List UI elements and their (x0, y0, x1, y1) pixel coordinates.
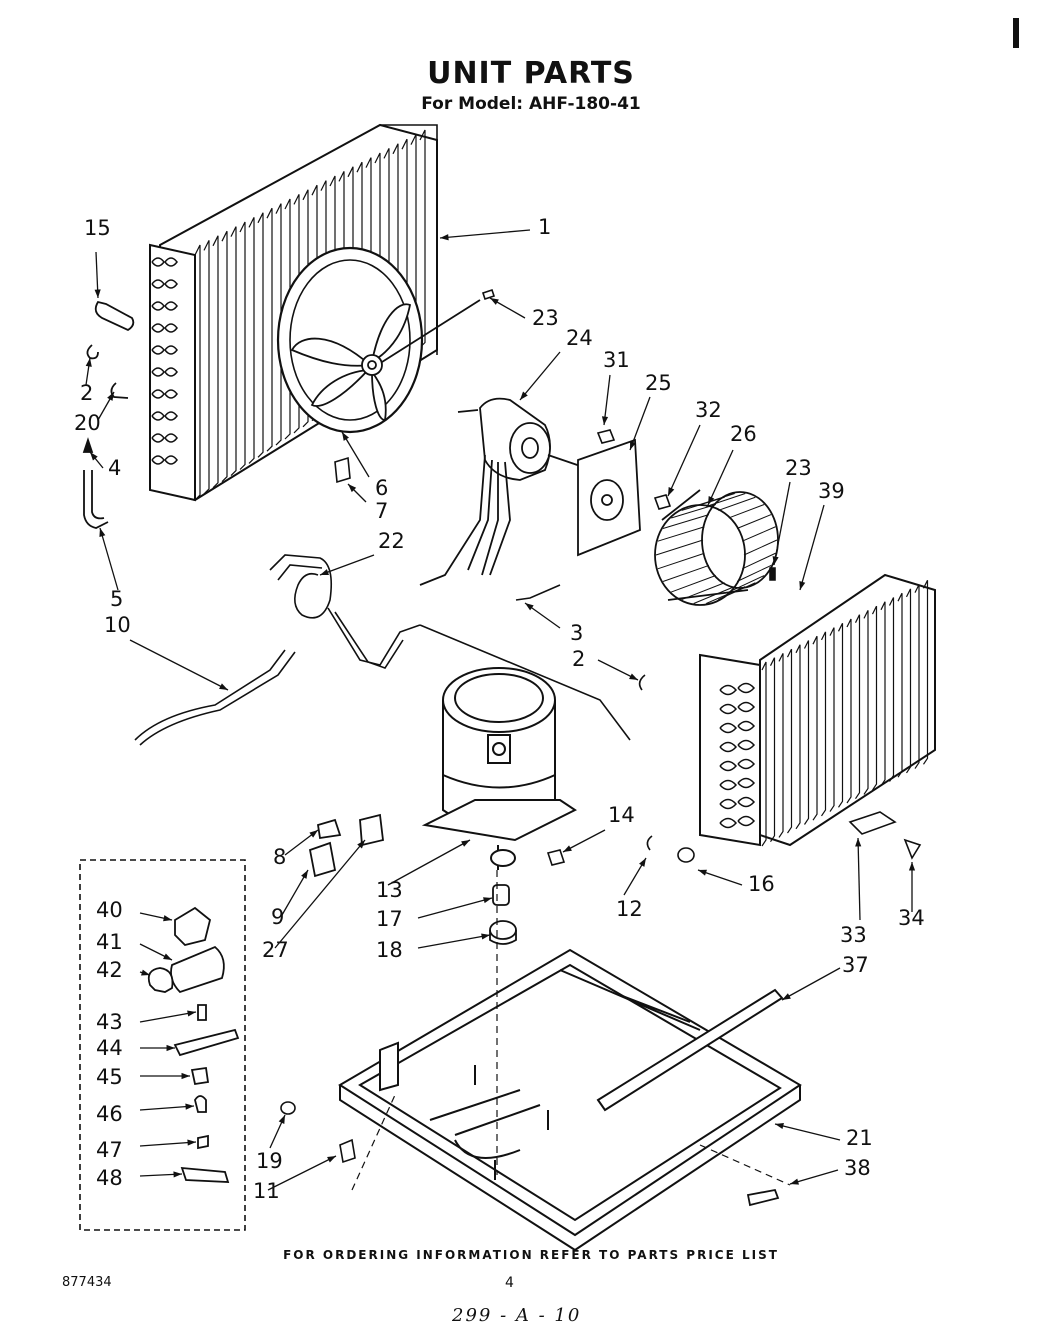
callout-3: 3 (570, 621, 583, 645)
bracket-38 (746, 1188, 780, 1207)
clip-2b (638, 674, 646, 691)
evaporator-coil (699, 573, 936, 847)
callout-20: 20 (74, 411, 101, 435)
callout-1: 1 (538, 215, 551, 239)
left-tube-fittings (82, 300, 135, 529)
condenser-fan-blade (290, 299, 481, 421)
callout-44: 44 (96, 1036, 123, 1060)
handwritten-note: 299 - A - 10 (452, 1305, 582, 1326)
overload-protector (308, 813, 384, 878)
callout-6: 6 (375, 476, 388, 500)
callout-16: 16 (748, 872, 775, 896)
callout-23: 23 (785, 456, 812, 480)
base-pan (338, 948, 802, 1252)
callout-23: 23 (532, 306, 559, 330)
callout-45: 45 (96, 1065, 123, 1089)
callout-32: 32 (695, 398, 722, 422)
callout-12: 12 (616, 897, 643, 921)
nut-32 (653, 494, 672, 510)
page-title: UNIT PARTS (427, 56, 635, 91)
clip-16 (677, 847, 695, 863)
clip-34 (903, 838, 922, 860)
ordering-info-footer: FOR ORDERING INFORMATION REFER TO PARTS … (283, 1248, 779, 1262)
callout-46: 46 (96, 1102, 123, 1126)
callout-25: 25 (645, 371, 672, 395)
accessory-parts-box (79, 859, 246, 1231)
nut-14 (546, 849, 566, 866)
callout-48: 48 (96, 1166, 123, 1190)
callout-11: 11 (253, 1179, 280, 1203)
registration-mark (1013, 18, 1019, 48)
callout-4: 4 (108, 456, 121, 480)
thermostat-sensor (515, 584, 561, 601)
callout-2: 2 (572, 647, 585, 671)
callout-37: 37 (842, 953, 869, 977)
callout-18: 18 (376, 938, 403, 962)
setscrew-top (481, 288, 496, 301)
nut-31 (596, 429, 616, 444)
callout-10: 10 (104, 613, 131, 637)
callout-47: 47 (96, 1138, 123, 1162)
callout-26: 26 (730, 422, 757, 446)
document-number: 877434 (62, 1275, 112, 1290)
callout-17: 17 (376, 907, 403, 931)
callout-41: 41 (96, 930, 123, 954)
fan-clip (334, 456, 351, 484)
clip-12 (646, 835, 653, 851)
callout-33: 33 (840, 923, 867, 947)
drain-channel (596, 988, 784, 1112)
callout-38: 38 (844, 1156, 871, 1180)
blower-motor (419, 397, 593, 586)
motor-mount-bracket (577, 438, 641, 557)
callout-31: 31 (603, 348, 630, 372)
callout-19: 19 (256, 1149, 283, 1173)
fan-shroud (276, 246, 424, 434)
page-number: 4 (505, 1275, 514, 1291)
compressor (421, 667, 577, 870)
callout-7: 7 (375, 499, 388, 523)
foam-block (848, 811, 897, 835)
callout-40: 40 (96, 898, 123, 922)
callout-8: 8 (273, 845, 286, 869)
callout-43: 43 (96, 1010, 123, 1034)
callout-13: 13 (376, 878, 403, 902)
callout-39: 39 (818, 479, 845, 503)
grommet-stack (489, 884, 517, 945)
wire-harness (134, 649, 296, 746)
callout-9: 9 (271, 905, 284, 929)
blower-wheel (654, 489, 779, 606)
setscrew (769, 567, 776, 581)
model-subtitle: For Model: AHF-180-41 (421, 94, 641, 114)
callout-42: 42 (96, 958, 123, 982)
callout-15: 15 (84, 216, 111, 240)
clip-11 (339, 1138, 356, 1164)
callout-24: 24 (566, 326, 593, 350)
accessory-parts (147, 906, 240, 1183)
callout-21: 21 (846, 1126, 873, 1150)
capillary-tubes (269, 554, 631, 741)
callout-22: 22 (378, 529, 405, 553)
callout-5: 5 (110, 587, 123, 611)
callout-2: 2 (80, 381, 93, 405)
callout-27: 27 (262, 938, 289, 962)
callout-34: 34 (898, 906, 925, 930)
screw-19 (280, 1101, 296, 1115)
callout-14: 14 (608, 803, 635, 827)
